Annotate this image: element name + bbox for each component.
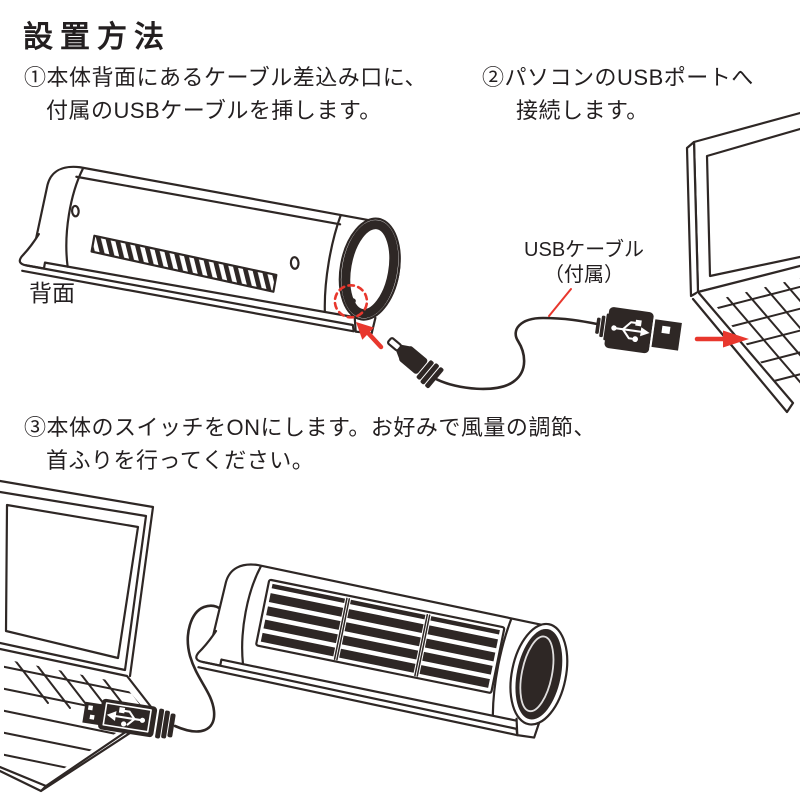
dashed-circle-highlight-icon xyxy=(333,284,369,319)
usb-plug-icon xyxy=(82,698,176,739)
step-1-line2: 付属のUSBケーブルを挿します。 xyxy=(46,98,382,123)
step-3-line1: ③本体のスイッチをONにします。お好みで風量の調節、 xyxy=(24,411,596,444)
step-3-text: 本体のスイッチをONにします。お好みで風量の調節、 xyxy=(46,415,596,440)
laptop-bottom-illustration xyxy=(0,479,157,793)
dc-plug-icon xyxy=(386,337,444,389)
usb-trident-icon xyxy=(611,319,650,343)
step-3: ③本体のスイッチをONにします。お好みで風量の調節、 首ふりを行ってください。 xyxy=(24,411,596,477)
step-2-line1: ②パソコンのUSBポートへ xyxy=(482,61,754,94)
fan-front-illustration xyxy=(195,563,569,739)
red-arrow-icon xyxy=(694,330,749,348)
cable-jack-hole xyxy=(345,297,356,305)
front-grille-louvers xyxy=(260,583,500,688)
fan-left-foot xyxy=(195,629,223,667)
page-title: 設置方法 xyxy=(23,21,171,54)
step-2: ②パソコンのUSBポートへ 接続します。 xyxy=(482,61,754,127)
step-2-line2: 接続します。 xyxy=(516,98,649,123)
step-1-text: 本体背面にあるケーブル差込み口に、 xyxy=(46,65,428,90)
laptop-screen xyxy=(4,503,140,660)
step-1-number: ① xyxy=(24,65,47,90)
screw-hole-icon xyxy=(289,256,300,270)
step-1: ①本体背面にあるケーブル差込み口に、 付属のUSBケーブルを挿します。 xyxy=(24,61,427,127)
usb-cable-label-line1: USBケーブル xyxy=(524,239,644,261)
screw-hole-icon xyxy=(70,204,80,218)
laptop-keyboard xyxy=(713,278,800,390)
step-1-line1: ①本体背面にあるケーブル差込み口に、 xyxy=(24,61,427,94)
laptop-keyboard xyxy=(4,659,147,778)
fan-back-illustration xyxy=(18,165,401,335)
laptop-top-illustration xyxy=(685,111,800,430)
label-leader-line xyxy=(548,288,572,317)
usb-trident-icon xyxy=(106,707,146,727)
usb-cable-label-line2: （付属） xyxy=(544,264,624,286)
laptop-screen xyxy=(705,127,800,278)
rear-vent-grille xyxy=(90,234,278,293)
usb-a-connector-icon xyxy=(595,307,682,354)
fan-base-rail xyxy=(21,264,355,333)
usb-cable-path xyxy=(434,316,599,391)
step-2-text: パソコンのUSBポートへ xyxy=(504,65,754,90)
step-3-number: ③ xyxy=(24,415,47,440)
fan-left-foot xyxy=(18,233,47,270)
red-arrow-icon xyxy=(356,322,384,350)
fan-back-label: 背面 xyxy=(29,280,75,306)
usb-cable-label: USBケーブル （付属） xyxy=(522,238,646,288)
step-3-line2: 首ふりを行ってください。 xyxy=(46,448,315,473)
fan-base-rail xyxy=(197,660,519,737)
step-2-number: ② xyxy=(482,65,505,90)
